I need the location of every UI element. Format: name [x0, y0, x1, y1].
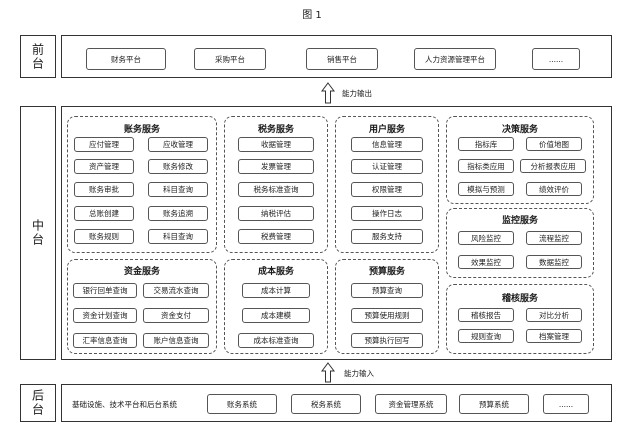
back-layer-box: 基础设施、技术平台和后台系统 账务系统 税务系统 资金管理系统 预算系统 ...… — [61, 384, 612, 422]
svc-risk-monitoring[interactable]: 风险监控 — [458, 231, 514, 245]
svc-transaction-query[interactable]: 交易流水查询 — [143, 283, 209, 298]
svc-account-rules[interactable]: 账务规则 — [74, 229, 134, 244]
monitoring-services-title: 监控服务 — [501, 216, 538, 226]
decision-services-group — [446, 116, 594, 204]
back-layer-caption: 基础设施、技术平台和后台系统 — [72, 400, 177, 409]
front-layer-label: 前台 — [20, 35, 56, 78]
svc-account-tracing[interactable]: 账务追溯 — [148, 206, 208, 221]
accounting-services-group — [67, 116, 217, 253]
svc-data-monitoring[interactable]: 数据监控 — [526, 255, 582, 269]
audit-services-title: 稽核服务 — [501, 294, 538, 304]
svc-exchange-rate-query[interactable]: 汇率信息查询 — [73, 333, 137, 348]
svc-operation-log[interactable]: 操作日志 — [351, 206, 423, 221]
user-services-title: 用户服务 — [368, 125, 405, 135]
svc-simulation-forecast[interactable]: 模拟与预测 — [458, 182, 514, 196]
cost-services-title: 成本服务 — [257, 267, 294, 277]
svc-info-management[interactable]: 信息管理 — [351, 137, 423, 152]
front-item-sales-platform[interactable]: 销售平台 — [306, 48, 378, 70]
svc-account-modification[interactable]: 账务修改 — [148, 159, 208, 174]
svc-auth-management[interactable]: 认证管理 — [351, 159, 423, 174]
svc-fund-plan-query[interactable]: 资金计划查询 — [73, 308, 137, 323]
svc-process-monitoring[interactable]: 流程监控 — [526, 231, 582, 245]
svc-cost-calculation[interactable]: 成本计算 — [242, 283, 310, 298]
svc-account-approval[interactable]: 账务审批 — [74, 182, 134, 197]
capability-input-label: 能力输入 — [344, 369, 374, 378]
front-item-more[interactable]: ...... — [532, 48, 580, 70]
back-layer-label: 后台 — [20, 384, 56, 422]
svc-ledger-creation[interactable]: 总账创建 — [74, 206, 134, 221]
front-layer-box: 财务平台 采购平台 销售平台 人力资源管理平台 ...... — [61, 35, 612, 78]
front-item-hr-platform[interactable]: 人力资源管理平台 — [414, 48, 496, 70]
tax-services-group — [224, 116, 328, 253]
decision-services-title: 决策服务 — [501, 125, 538, 135]
middle-layer-label-text: 中台 — [30, 219, 45, 247]
svc-subject-query-2[interactable]: 科目查询 — [148, 229, 208, 244]
back-item-budget-system[interactable]: 预算系统 — [459, 394, 529, 414]
svc-indicator-apps[interactable]: 指标类应用 — [458, 159, 514, 173]
svc-budget-usage-rules[interactable]: 预算使用规则 — [351, 308, 423, 323]
svc-performance-evaluation[interactable]: 绩效评价 — [526, 182, 582, 196]
cost-services-group — [224, 259, 328, 354]
svc-archive-management[interactable]: 档案管理 — [526, 329, 582, 343]
svc-comparison-analysis[interactable]: 对比分析 — [526, 308, 582, 322]
svc-accounts-receivable[interactable]: 应收管理 — [148, 137, 208, 152]
tax-services-title: 税务服务 — [257, 125, 294, 135]
svc-analytics-report-apps[interactable]: 分析报表应用 — [520, 159, 586, 173]
svc-subject-query[interactable]: 科目查询 — [148, 182, 208, 197]
svc-service-support[interactable]: 服务支持 — [351, 229, 423, 244]
svc-effect-monitoring[interactable]: 效果监控 — [458, 255, 514, 269]
front-item-procurement-platform[interactable]: 采购平台 — [194, 48, 266, 70]
funds-services-group — [67, 259, 217, 354]
svc-receipt-management[interactable]: 收据管理 — [238, 137, 314, 152]
accounting-services-title: 账务服务 — [123, 125, 160, 135]
svc-audit-report[interactable]: 稽核报告 — [458, 308, 514, 322]
svc-asset-management[interactable]: 资产管理 — [74, 159, 134, 174]
svc-cost-standard-query[interactable]: 成本标准查询 — [238, 333, 314, 348]
svc-budget-execution-writeback[interactable]: 预算执行回写 — [351, 333, 423, 348]
back-item-accounting-system[interactable]: 账务系统 — [207, 394, 277, 414]
svc-tax-assessment[interactable]: 纳税评估 — [238, 206, 314, 221]
front-item-finance-platform[interactable]: 财务平台 — [86, 48, 166, 70]
monitoring-services-group — [446, 208, 594, 278]
svc-rule-query[interactable]: 规则查询 — [458, 329, 514, 343]
user-services-group — [335, 116, 439, 253]
svc-accounts-payable[interactable]: 应付管理 — [74, 137, 134, 152]
capability-input-arrow — [321, 362, 335, 383]
middle-layer-label: 中台 — [20, 106, 56, 360]
capability-output-arrow — [321, 82, 335, 104]
funds-services-title: 资金服务 — [123, 267, 160, 277]
back-item-tax-system[interactable]: 税务系统 — [291, 394, 361, 414]
budget-services-title: 预算服务 — [368, 267, 405, 277]
svc-cost-modeling[interactable]: 成本建模 — [242, 308, 310, 323]
svc-invoice-management[interactable]: 发票管理 — [238, 159, 314, 174]
front-layer-label-text: 前台 — [30, 42, 45, 71]
svc-tax-fee-management[interactable]: 税费管理 — [238, 229, 314, 244]
svc-fund-payment[interactable]: 资金支付 — [143, 308, 209, 323]
svc-budget-query[interactable]: 预算查询 — [351, 283, 423, 298]
audit-services-group — [446, 284, 594, 354]
capability-output-label: 能力输出 — [342, 89, 372, 98]
svc-account-info-query[interactable]: 账户信息查询 — [143, 333, 209, 348]
svc-value-map[interactable]: 价值地图 — [526, 137, 582, 151]
svc-tax-standard-query[interactable]: 税务标准查询 — [238, 182, 314, 197]
figure-title: 图 1 — [302, 10, 322, 21]
svc-bank-receipt-query[interactable]: 银行回单查询 — [73, 283, 137, 298]
back-item-more[interactable]: ...... — [543, 394, 589, 414]
back-layer-label-text: 后台 — [30, 389, 45, 417]
back-item-fund-management-system[interactable]: 资金管理系统 — [375, 394, 447, 414]
svc-permission-management[interactable]: 权限管理 — [351, 182, 423, 197]
budget-services-group — [335, 259, 439, 354]
svc-indicator-library[interactable]: 指标库 — [458, 137, 514, 151]
